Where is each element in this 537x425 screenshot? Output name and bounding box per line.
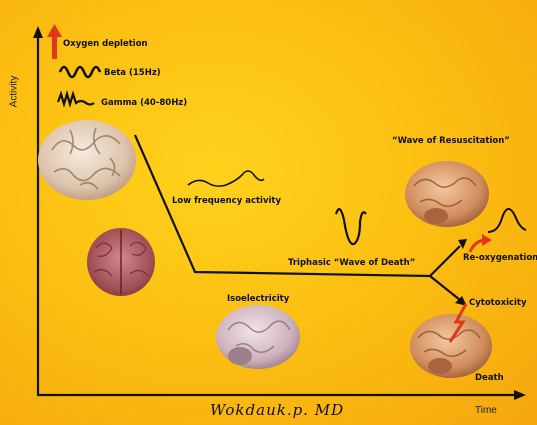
isoelectricity-label: Isoelectricity [227, 294, 289, 304]
triphasic-wave-icon [336, 209, 366, 244]
y-axis [33, 26, 43, 396]
branch-lower-arrow [430, 276, 460, 300]
resuscitation-wave-icon [488, 209, 526, 232]
brain-isoelectric-icon [216, 305, 300, 369]
brain-death-icon [410, 314, 492, 378]
legend-oxygen-label: Oxygen depletion [63, 39, 148, 49]
low-frequency-wave-icon [188, 171, 264, 186]
reoxygenation-label: Re-oxygenation [463, 253, 537, 263]
triphasic-label: Triphasic “Wave of Death” [288, 258, 415, 268]
legend-gamma-label: Gamma (40-80Hz) [101, 98, 187, 108]
brain-healthy-top-icon [38, 120, 136, 200]
oxygen-arrow-icon [47, 24, 62, 59]
author-signature: Wokdauk.p. MD [210, 401, 344, 419]
wave-resuscitation-label: “Wave of Resuscitation” [392, 136, 510, 146]
brain-resuscitated-icon [405, 161, 489, 227]
legend-beta-label: Beta (15Hz) [104, 68, 161, 78]
low-frequency-label: Low frequency activity [172, 196, 281, 206]
brain-coronal-icon [87, 228, 155, 296]
reoxygenation-arrow-icon [470, 240, 484, 252]
x-axis [37, 390, 526, 400]
cytotoxicity-label: Cytotoxicity [469, 298, 527, 308]
gamma-wave-icon [58, 94, 94, 105]
death-label: Death [475, 373, 504, 383]
y-axis-label: Activity [8, 76, 19, 108]
x-axis-label: Time [475, 405, 497, 416]
beta-wave-icon [60, 67, 100, 77]
branch-upper-arrow [430, 246, 460, 276]
